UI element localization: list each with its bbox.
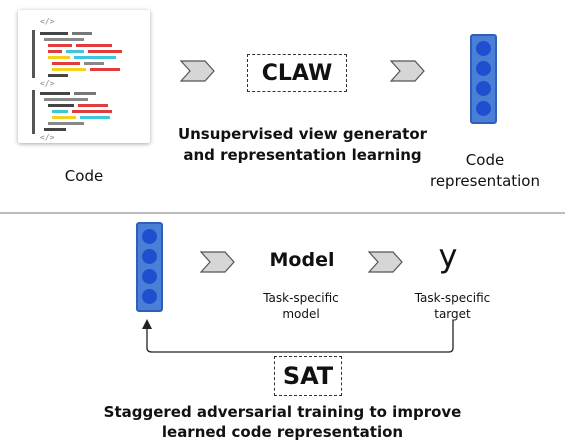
claw-box: CLAW bbox=[247, 54, 347, 92]
svg-text:</>: </> bbox=[40, 17, 55, 26]
sat-box: SAT bbox=[274, 356, 342, 396]
code-thumbnail-icon: </> </> </> bbox=[18, 10, 150, 143]
model-caption-line-2: model bbox=[282, 307, 320, 321]
claw-caption-line-1: Unsupervised view generator bbox=[177, 125, 428, 143]
target-caption-line-1: Task-specific bbox=[414, 291, 491, 305]
code-label: Code bbox=[64, 167, 104, 185]
code-rep-caption-line-1: Code bbox=[465, 151, 505, 169]
sat-caption-line-2: learned code representation bbox=[161, 423, 404, 441]
claw-label: CLAW bbox=[261, 60, 333, 86]
target-caption-line-2: target bbox=[434, 307, 471, 321]
claw-caption-line-2: and representation learning bbox=[183, 146, 422, 164]
chevron-right-arrow-icon bbox=[368, 251, 403, 273]
code-representation-caption: Code representation bbox=[410, 150, 560, 192]
model-label: Model bbox=[269, 249, 335, 271]
model-caption-line-1: Task-specific bbox=[263, 291, 339, 305]
sat-caption-line-1: Staggered adversarial training to improv… bbox=[103, 403, 462, 421]
target-y-label: y bbox=[438, 237, 458, 275]
model-caption: Task-specific model bbox=[246, 290, 356, 322]
input-representation-vector bbox=[136, 222, 163, 312]
chevron-right-arrow-icon bbox=[390, 60, 425, 82]
sat-label: SAT bbox=[282, 362, 334, 390]
claw-caption: Unsupervised view generator and represen… bbox=[160, 124, 445, 166]
svg-text:</>: </> bbox=[40, 133, 55, 142]
chevron-right-arrow-icon bbox=[180, 60, 215, 82]
section-divider bbox=[0, 212, 565, 214]
svg-text:</>: </> bbox=[40, 79, 55, 88]
code-rep-caption-line-2: representation bbox=[429, 172, 540, 190]
sat-caption: Staggered adversarial training to improv… bbox=[70, 402, 495, 442]
target-caption: Task-specific target bbox=[400, 290, 505, 322]
code-representation-vector bbox=[470, 34, 497, 124]
chevron-right-arrow-icon bbox=[200, 251, 235, 273]
feedback-loop-arrow bbox=[142, 319, 454, 353]
